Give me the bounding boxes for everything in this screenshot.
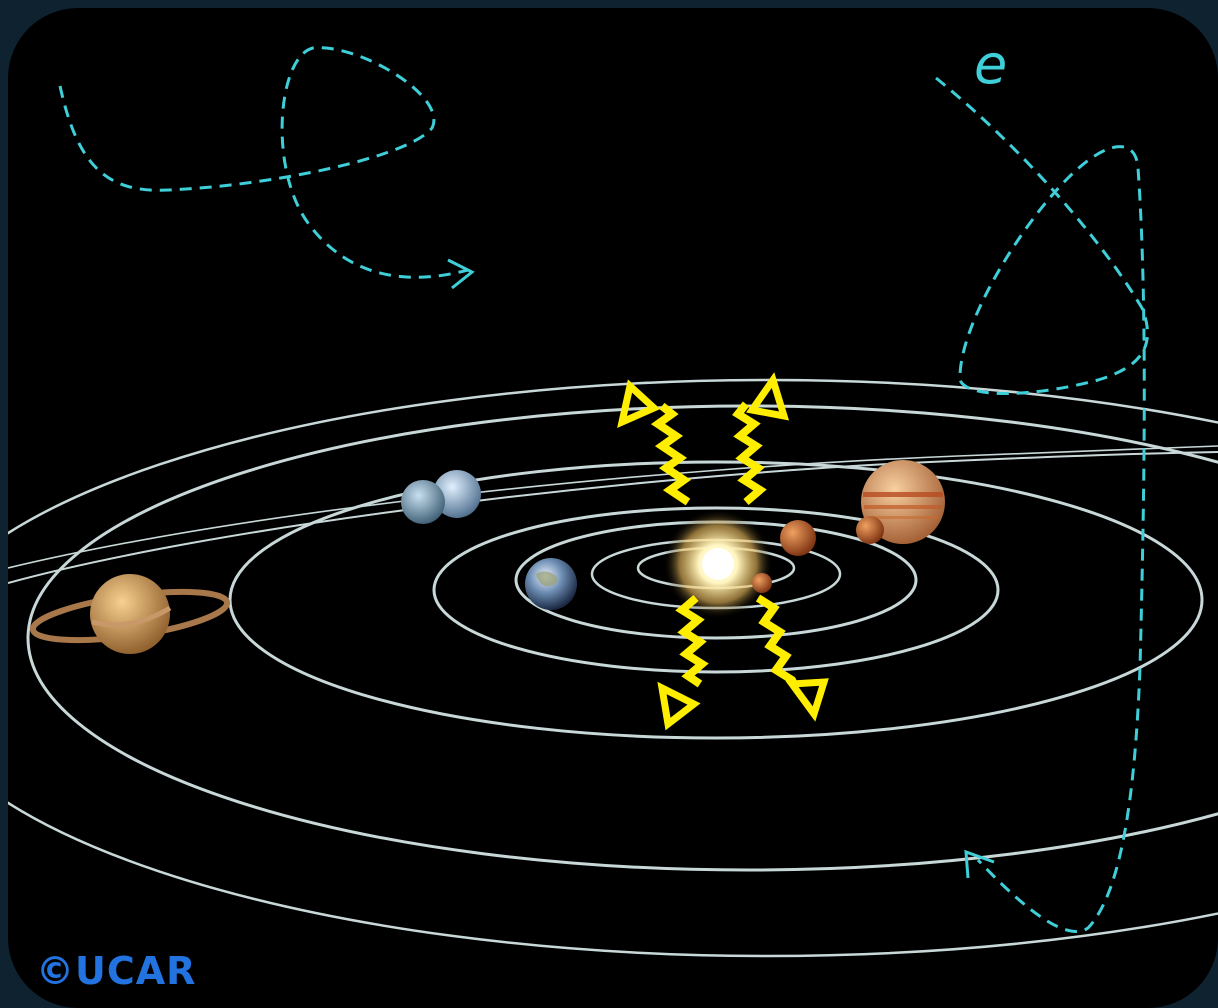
sun-icon [663,509,773,619]
electron-label: e [974,33,1008,96]
scene-canvas [8,46,1218,958]
wavy-arrow-icon-upper-right [732,372,790,506]
orbit-uranus [8,378,1218,958]
particle-track-right [935,76,1149,933]
wavy-arrow-icon-upper-left [617,379,692,506]
planet-neptune-icon [401,480,445,524]
wavy-arrow-icon-lower-left [657,594,709,731]
planet-saturn-icon [29,574,231,654]
arrowhead-right-track [964,849,995,879]
arrowhead-left-track [447,258,475,290]
particle-track-left [58,46,469,279]
particle-tracks [58,46,1149,933]
planet-mars-icon [780,520,816,556]
orbit-outer-arc [8,445,1218,569]
planet-mercury-icon [752,573,772,593]
orbits [8,378,1218,958]
credit-label: ©UCAR [36,949,197,993]
planet-earth-icon [525,558,577,610]
wavy-arrow-icon-lower-right [755,594,829,722]
planet-uranus-icon [433,470,481,518]
orbit-neptune-arc [8,451,1218,584]
orbit-saturn [26,404,1218,872]
orbit-mars [432,506,1000,674]
planet-jupiter-icon [856,460,945,544]
orbit-jupiter [228,460,1204,740]
solar-system-figure: e ©UCAR [8,8,1218,1008]
